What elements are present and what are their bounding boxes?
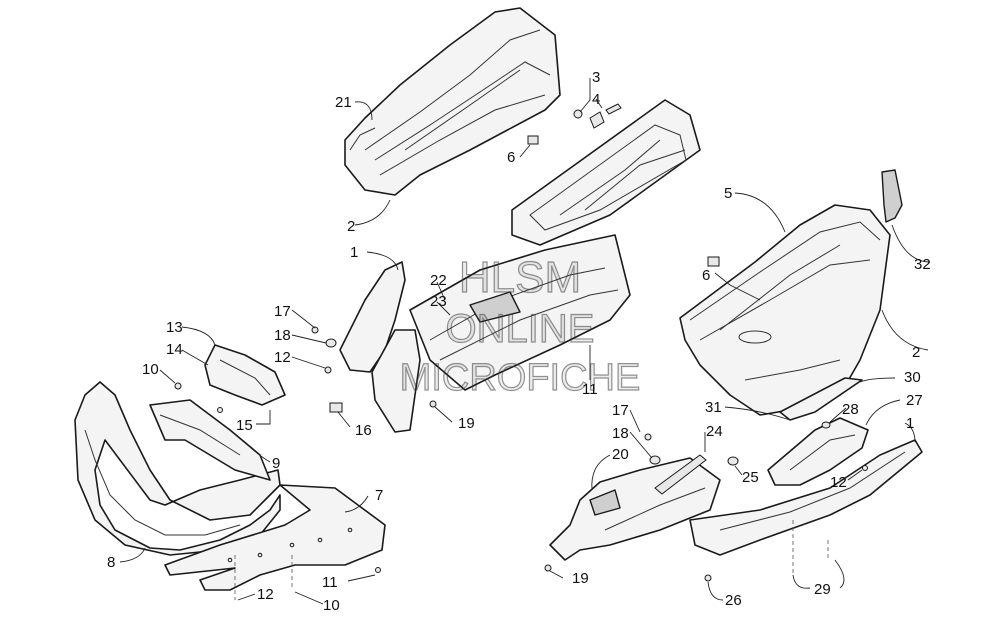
callout-27: 27 (906, 392, 923, 409)
part-18-washer-right (649, 455, 661, 465)
part-12-screw-right (862, 465, 868, 471)
part-3-4-hardware (573, 103, 622, 129)
callout-19-center: 19 (458, 415, 475, 432)
callout-30: 30 (904, 369, 921, 386)
part-5-panel (511, 99, 701, 246)
callout-labels: 21 2 3 4 6 5 6 32 2 1 22 23 11 17 18 12 … (107, 69, 931, 614)
callout-3: 3 (592, 69, 600, 86)
part-21-upper-hood (344, 7, 561, 196)
part-12-screw-center (324, 366, 332, 374)
watermark-line-1: HLSM (459, 253, 581, 302)
part-26-fastener (704, 574, 712, 582)
callout-25: 25 (742, 469, 759, 486)
callout-11-center: 11 (582, 381, 598, 398)
part-6-clip-right (707, 256, 720, 267)
callout-5: 5 (724, 185, 732, 202)
part-11-screw-left (375, 567, 381, 573)
callout-19-right: 19 (572, 570, 589, 587)
part-10-screw-left (174, 382, 182, 390)
part-23-belly-tray (409, 234, 631, 391)
part-19-fastener-center (429, 400, 437, 408)
watermark: HLSM ONLINE MICROFICHE (399, 252, 641, 399)
callout-10-left: 10 (142, 361, 159, 378)
callout-17-right: 17 (612, 402, 629, 419)
callout-29: 29 (814, 581, 831, 598)
callout-12-right: 12 (830, 474, 847, 491)
callout-18-left: 18 (274, 327, 291, 344)
leader-lines (119, 78, 931, 605)
callout-9: 9 (272, 455, 280, 472)
part-19-fastener-right (544, 564, 552, 572)
part-8-front-nose (74, 381, 281, 556)
part-17-screw-right (644, 433, 652, 441)
callout-22: 22 (430, 272, 447, 289)
part-28-nut (821, 421, 831, 429)
part-20-side-panel (549, 457, 721, 561)
callout-23: 23 (430, 293, 447, 310)
part-25-clamp (727, 456, 739, 466)
part-7-skid-plate (164, 484, 386, 591)
callout-20: 20 (612, 446, 629, 463)
callout-2-right: 2 (912, 344, 920, 361)
part-16-clip (329, 402, 343, 413)
watermark-line-3: MICROFICHE (400, 357, 641, 399)
part-32-strap (881, 169, 903, 223)
callout-12-center: 12 (274, 349, 291, 366)
callout-13: 13 (166, 319, 183, 336)
part-2-right-shell (679, 204, 891, 416)
callout-8: 8 (107, 554, 115, 571)
part-18-washer-left (325, 338, 337, 348)
callout-10-bottom: 10 (323, 597, 340, 614)
callout-28: 28 (842, 401, 859, 418)
callout-26: 26 (725, 592, 742, 609)
callout-12-bottom: 12 (257, 586, 274, 603)
callout-24: 24 (706, 423, 723, 440)
part-1-center-side (339, 261, 421, 433)
part-24-cable (654, 454, 707, 495)
callout-18-right: 18 (612, 425, 629, 442)
callout-11-left: 11 (322, 574, 338, 591)
part-30-bracket (779, 377, 863, 421)
callout-6-right: 6 (702, 267, 710, 284)
part-6-clip-upper (527, 135, 539, 145)
part-17-screw-left (311, 326, 319, 334)
callout-6-upper: 6 (507, 149, 515, 166)
callout-4: 4 (592, 91, 600, 108)
callout-21: 21 (335, 94, 352, 111)
callout-7: 7 (375, 487, 383, 504)
callout-17-left: 17 (274, 303, 291, 320)
part-13-14-bracket (204, 344, 286, 406)
callout-2-upper: 2 (347, 218, 355, 235)
callout-15: 15 (236, 417, 253, 434)
callout-32: 32 (914, 256, 931, 273)
callout-16: 16 (355, 422, 372, 439)
callout-1-center: 1 (350, 244, 358, 261)
watermark-line-2: ONLINE (446, 307, 595, 351)
callout-14: 14 (166, 341, 183, 358)
callout-31: 31 (705, 399, 722, 416)
callout-1-right: 1 (906, 415, 914, 432)
part-15-screw (217, 407, 223, 413)
